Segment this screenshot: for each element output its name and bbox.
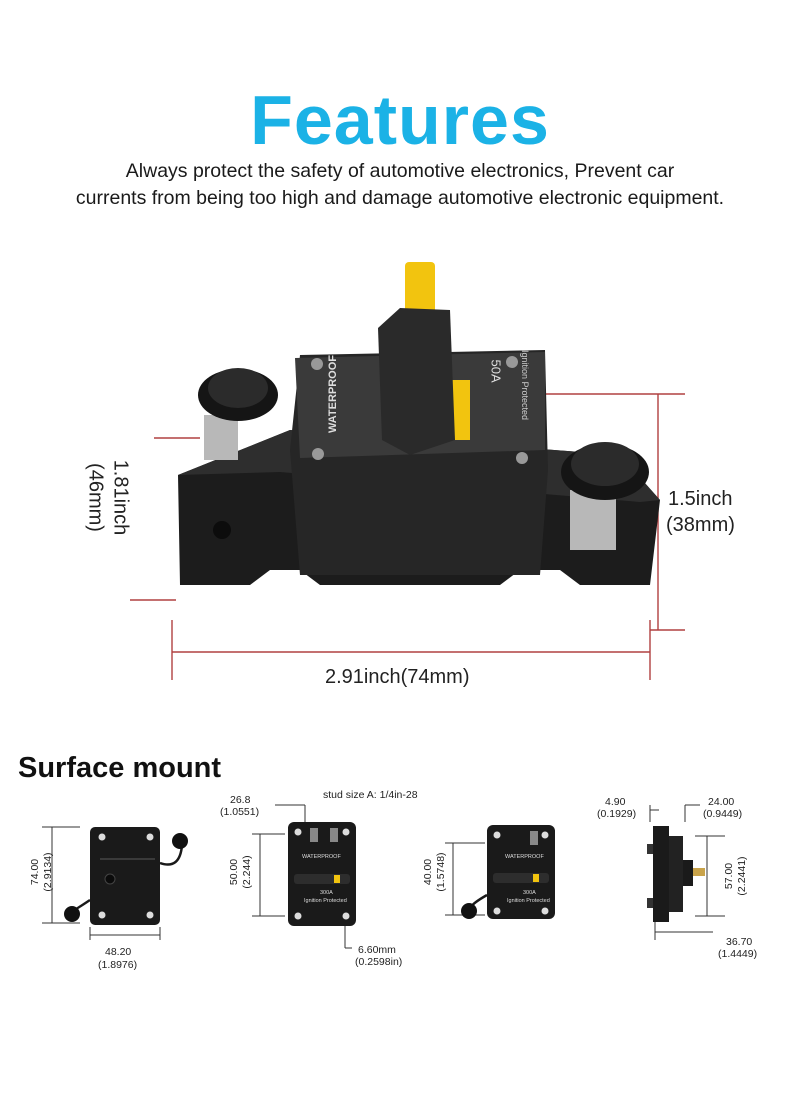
d4-height-mm: 57.00 (723, 862, 735, 890)
d3-height-in: (1.5748) (435, 852, 447, 892)
width-dimension: 2.91inch(74mm) (325, 666, 470, 688)
d3-waterproof-label: WATERPROOF (505, 854, 544, 860)
left-terminal (198, 368, 278, 460)
depth-dimension-mm: (46mm) (84, 463, 107, 532)
d2-bottom-mm: 6.60mm (358, 944, 396, 956)
page-title: Features (250, 81, 550, 159)
d4-a-mm: 4.90 (605, 796, 626, 808)
d2-stud-size: stud size A: 1/4in-28 (323, 789, 418, 801)
d4-b-in: (0.9449) (703, 808, 743, 820)
d1-height-mm: 74.00 (29, 858, 41, 886)
subtitle-line-1: Always protect the safety of automotive … (125, 160, 675, 182)
d2-height-in: (2.244) (241, 855, 253, 889)
d2-top-in: (1.0551) (220, 806, 260, 818)
d2-bottom-in: (0.2598in) (355, 956, 403, 968)
d2-top-mm: 26.8 (230, 794, 251, 806)
d3-ignition-label: Ignition Protected (507, 898, 550, 904)
circuit-breaker-image (130, 262, 685, 680)
d2-rating-label: 300A (320, 890, 333, 896)
d1-width-in: (1.8976) (98, 959, 138, 971)
d2-ignition-label: Ignition Protected (304, 898, 347, 904)
height-dimension-inch: 1.5inch (668, 488, 733, 510)
surface-mount-heading: Surface mount (18, 752, 222, 784)
rating-label: 50A (488, 359, 504, 383)
breaker-body (290, 350, 548, 575)
d2-height-mm: 50.00 (228, 858, 240, 886)
surface-mount-front-view (252, 804, 356, 949)
surface-mount-panel-view (445, 825, 555, 919)
d4-c-mm: 36.70 (726, 936, 753, 948)
ignition-label: Ignition Protected (520, 350, 530, 421)
waterproof-label: WATERPROOF (327, 354, 339, 433)
d1-width-mm: 48.20 (105, 946, 132, 958)
d3-rating-label: 300A (523, 890, 536, 896)
d4-c-in: (1.4449) (718, 948, 758, 960)
d3-height-mm: 40.00 (422, 858, 434, 886)
height-dimension-mm: (38mm) (666, 514, 735, 536)
d4-a-in: (0.1929) (597, 808, 637, 820)
d4-b-mm: 24.00 (708, 796, 735, 808)
d2-waterproof-label: WATERPROOF (302, 854, 341, 860)
d4-height-in: (2.2441) (736, 856, 748, 896)
yellow-switch (378, 262, 470, 455)
surface-mount-side-view (647, 804, 725, 940)
surface-mount-back-view (42, 826, 188, 940)
subtitle-line-2: currents from being too high and damage … (75, 187, 725, 209)
depth-dimension-inch: 1.81inch (109, 459, 132, 536)
right-terminal (561, 442, 649, 550)
d1-height-in: (2.9134) (42, 852, 54, 892)
